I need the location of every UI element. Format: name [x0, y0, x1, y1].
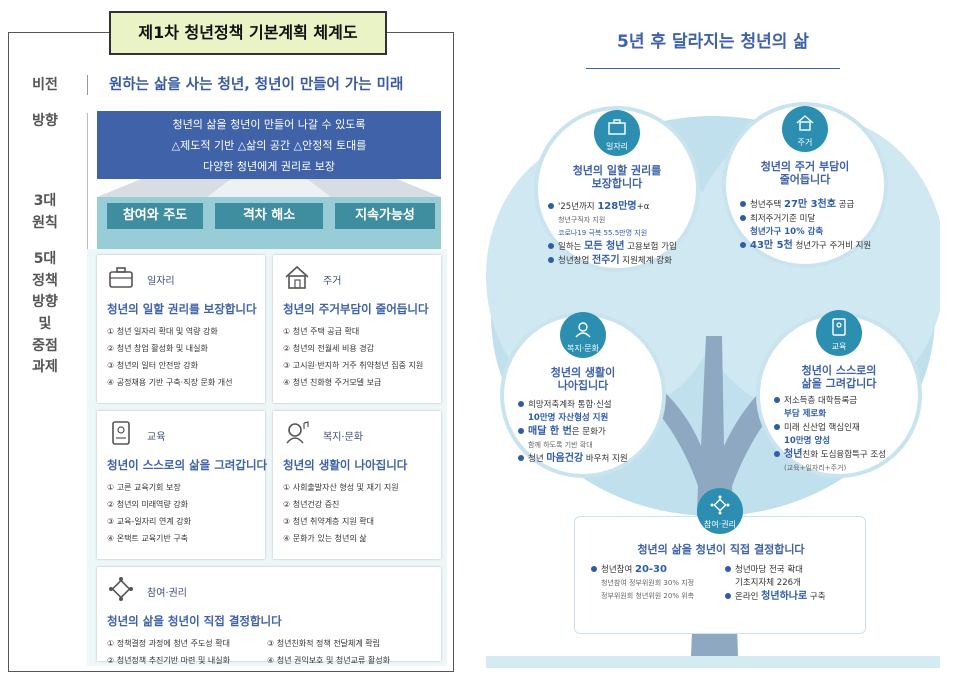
vision-statement: 원하는 삶을 사는 청년, 청년이 만들어 가는 미래	[109, 77, 404, 93]
book-icon	[112, 421, 130, 445]
principle-gap-reduction: 격차 해소	[215, 203, 323, 229]
network-icon	[710, 495, 730, 515]
divider	[87, 113, 88, 253]
card-title: 청년의 일할 권리를 보장합니다	[107, 302, 257, 316]
badge-education: 교육	[816, 310, 862, 356]
policy-area: 일자리 청년의 일할 권리를 보장합니다 ① 청년 일자리 확대 및 역량 강화…	[87, 249, 447, 666]
badge-housing: 주거	[782, 106, 828, 152]
principle-participation: 참여와 주도	[107, 203, 203, 229]
book-icon	[832, 318, 846, 336]
direction-box: 청년의 삶을 청년이 만들어 나갈 수 있도록 △제도적 기반 △삶의 공간 △…	[97, 111, 441, 179]
direction-line: △제도적 기반 △삶의 공간 △안정적 토대를	[171, 139, 367, 152]
house-icon	[796, 115, 814, 131]
label-direction: 방향	[32, 113, 58, 129]
label-vision: 비전	[32, 77, 58, 93]
network-icon	[109, 577, 133, 601]
card-category: 참여·권리	[147, 588, 187, 599]
badge-welfare: 복지·문화	[560, 312, 606, 358]
circle-list: 희망저축계좌 통합·신설 10만명 자산형성 지원 매달 한 번은 문화가 함께…	[518, 398, 628, 466]
headphones-icon	[286, 421, 309, 444]
badge-jobs: 일자리	[594, 110, 640, 156]
card-category: 일자리	[147, 276, 175, 287]
headphones-icon	[575, 322, 591, 338]
card-title: 청년의 주거부담이 줄어듭니다	[283, 302, 429, 316]
card-category: 복지·문화	[323, 432, 363, 443]
box-list-left: 청년참여 20-30 청년참여 정부위원회 30% 지정 정부위원회 청년위원 …	[591, 563, 694, 603]
title-rule	[586, 68, 840, 69]
direction-line: 청년의 삶을 청년이 만들어 나갈 수 있도록	[172, 118, 366, 131]
principle-sustainability: 지속가능성	[335, 203, 435, 229]
circle-list: '25년까지 128만명+α 청년구직자 지원 코로나19 극복 55.5만명 …	[548, 200, 677, 268]
card-category: 교육	[147, 432, 166, 443]
box-list-right: 청년마당 전국 확대 기초지자체 226개 온라인 청년하나로 구축	[725, 563, 826, 604]
policy-card-jobs: 일자리 청년의 일할 권리를 보장합니다 ① 청년 일자리 확대 및 역량 강화…	[97, 255, 265, 403]
circle-list: 저소득층 대학등록금 부담 제로화 미래 신산업 핵심인재 10만명 양성 청년…	[774, 394, 886, 475]
card-title: 청년의 생활이 나아집니다	[283, 458, 408, 472]
card-category: 주거	[323, 276, 342, 287]
tree-title: 5년 후 달라지는 청년의 삶	[617, 32, 809, 52]
box-heading: 청년의 삶을 청년이 직접 결정합니다	[637, 543, 805, 556]
house-icon	[285, 265, 309, 289]
briefcase-icon	[608, 119, 626, 135]
circle-jobs	[534, 106, 700, 272]
briefcase-icon	[109, 267, 133, 288]
card-title: 청년이 스스로의 삶을 그려갑니다	[107, 458, 268, 472]
system-diagram-panel: 제1차 청년정책 기본계획 체계도 비전 원하는 삶을 사는 청년, 청년이 만…	[8, 11, 454, 672]
direction-line: 다양한 청년에게 권리로 보장	[203, 160, 335, 173]
participation-box: 청년의 삶을 청년이 직접 결정합니다 청년참여 20-30 청년참여 정부위원…	[574, 516, 866, 634]
diagram-title: 제1차 청년정책 기본계획 체계도	[109, 11, 387, 55]
badge-participation: 참여·권리	[697, 488, 743, 534]
policy-card-participation: 참여·권리 청년의 삶을 청년이 직접 결정합니다 ① 정책결정 과정에 청년 …	[97, 567, 441, 665]
circle-list: 청년주택 27만 3천호 공급 최저주거기준 미달 청년가구 10% 감축 43…	[740, 198, 871, 253]
roof-shape	[97, 179, 441, 197]
divider	[87, 75, 88, 95]
card-title: 청년의 삶을 청년이 직접 결정합니다	[107, 614, 282, 628]
